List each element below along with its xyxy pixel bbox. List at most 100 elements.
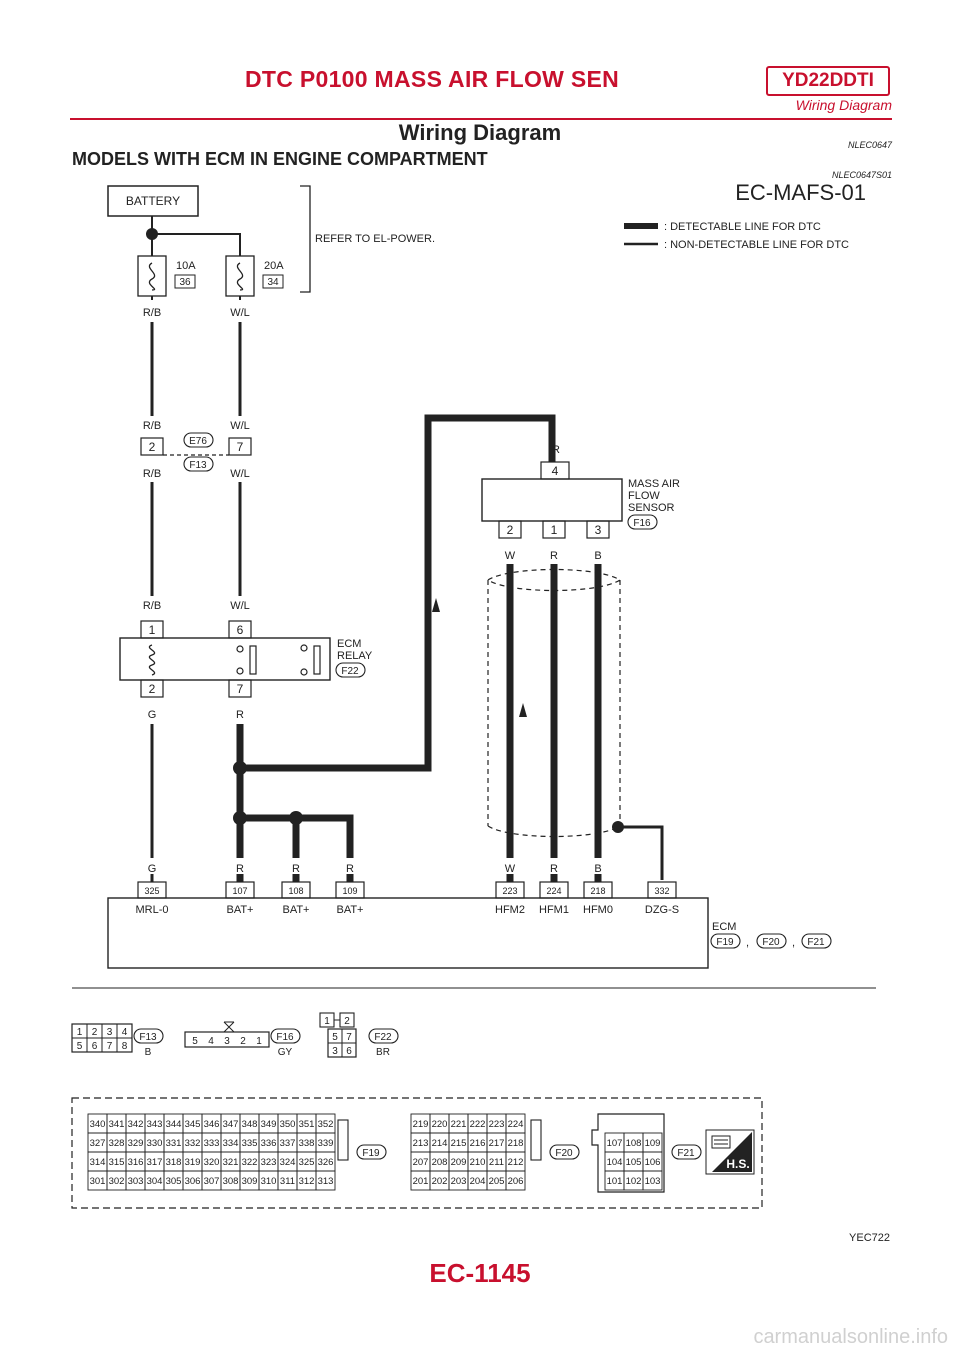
page-header-title: DTC P0100 MASS AIR FLOW SEN [245,66,620,92]
pin-cell [642,1170,663,1191]
connector-id: F21 [677,1148,695,1159]
pin-label: 342 [128,1119,144,1130]
legend-non-detectable: : NON-DETECTABLE LINE FOR DTC [664,239,849,251]
relay-pin: 2 [149,682,156,696]
pin-label: 214 [432,1138,448,1149]
pin-label: 311 [280,1176,295,1187]
ecm-terminals: 325 MRL-0 107 BAT+ 108 BAT+ 109 BAT+ 223… [135,881,679,916]
pin-label: 208 [432,1157,448,1168]
pin-label: 343 [147,1119,163,1130]
pin-label: 334 [223,1138,239,1149]
pin-label: 339 [318,1138,334,1149]
pin-label: 5 [332,1032,338,1043]
pin-label: 326 [318,1157,334,1168]
connector-color: BR [376,1047,390,1058]
pin-label: 205 [489,1176,505,1187]
pin-label: 341 [109,1119,125,1130]
pin-label: 338 [299,1138,315,1149]
wire-r-to-maf [240,414,556,772]
pin-label: 3 [224,1036,230,1047]
pin-label: 316 [128,1157,144,1168]
svg-text:,: , [792,937,795,949]
joint-connector-f13: F13 [189,460,207,471]
ecm-connector-f19: F19 [716,937,734,948]
connector-view-f16: 5 4 3 2 1 F16 GY [184,1021,301,1058]
ecm-relay-label: ECM [337,638,361,650]
pin-label: 215 [451,1138,467,1149]
connector-id: F13 [139,1032,157,1043]
diagram-id: EC-MAFS-01 [735,180,866,205]
ecm-terminal-label: HFM0 [583,904,613,916]
wire-color-label: W/L [230,420,250,432]
ecm-terminal-label: HFM2 [495,904,525,916]
ecm-connector-f20: F20 [762,937,780,948]
ecm-body [107,897,709,969]
relay-coil-icon [148,644,156,676]
connector-color: B [145,1047,152,1058]
pin-label: 101 [607,1176,623,1187]
maf-sensor-label: MASS AIR [628,478,680,490]
pin-label: 221 [451,1119,467,1130]
joint-pin: 7 [237,440,244,454]
page-title: Wiring Diagram [398,120,562,145]
pin-label: 4 [122,1027,128,1038]
ecm-terminal-pin: 325 [144,886,159,896]
pin-label: 222 [470,1119,486,1130]
relay-pin: 7 [237,682,244,696]
pin-label: 210 [470,1157,486,1168]
pin-label: 344 [166,1119,182,1130]
pin-label: 109 [645,1138,661,1149]
pin-label: 206 [508,1176,524,1187]
refer-bracket [300,185,311,293]
pin-label: 308 [223,1176,239,1187]
pin-label: 312 [299,1176,315,1187]
pin-label: 108 [626,1138,642,1149]
pin-label: 327 [90,1138,106,1149]
pin-label: 304 [147,1176,163,1187]
svg-text:,: , [746,937,749,949]
ecm-relay-connector: F22 [341,666,359,677]
pin-label: 207 [413,1157,429,1168]
pin-label: 302 [109,1176,125,1187]
pin-label: 4 [208,1036,214,1047]
wire-color-label: R [236,709,244,721]
ecm-terminal-label: BAT+ [282,904,309,916]
legend-detectable: : DETECTABLE LINE FOR DTC [664,221,821,233]
pin-label: 319 [185,1157,201,1168]
maf-pin: 1 [551,523,558,537]
pin-label: 349 [261,1119,277,1130]
pin-label: 7 [107,1041,113,1052]
pin-label: 204 [470,1176,486,1187]
wire-color-label: R/B [143,420,161,432]
maf-sensor-label: FLOW [628,490,660,502]
pin-label: 309 [242,1176,258,1187]
pin-cell [505,1170,526,1191]
fuse-10a-number: 36 [179,277,191,288]
pin-label: 313 [318,1176,334,1187]
pin-label: 317 [147,1157,163,1168]
wire-color-label: W [505,863,516,875]
wire-shield-ground [618,825,664,880]
figure-id: YEC722 [849,1232,890,1244]
battery-label: BATTERY [126,194,180,208]
pin-label: 103 [645,1176,661,1187]
ecm-label: ECM [712,921,736,933]
connector-id: F19 [362,1148,380,1159]
pin-label: 5 [77,1041,83,1052]
ecm-terminal-pin: 224 [546,886,561,896]
pin-label: 337 [280,1138,296,1149]
pin-label: 332 [185,1138,201,1149]
maf-pin: 4 [552,464,559,478]
connector-id: F20 [555,1148,573,1159]
pin-label: 324 [280,1157,296,1168]
ecm-terminal-pin: 108 [288,886,303,896]
pin-label: 3 [107,1027,113,1038]
pin-label: 315 [109,1157,125,1168]
maf-pin: 3 [595,523,602,537]
pin-label: 211 [489,1157,504,1168]
pin-label: 330 [147,1138,163,1149]
watermark: carmanualsonline.info [753,1326,948,1348]
